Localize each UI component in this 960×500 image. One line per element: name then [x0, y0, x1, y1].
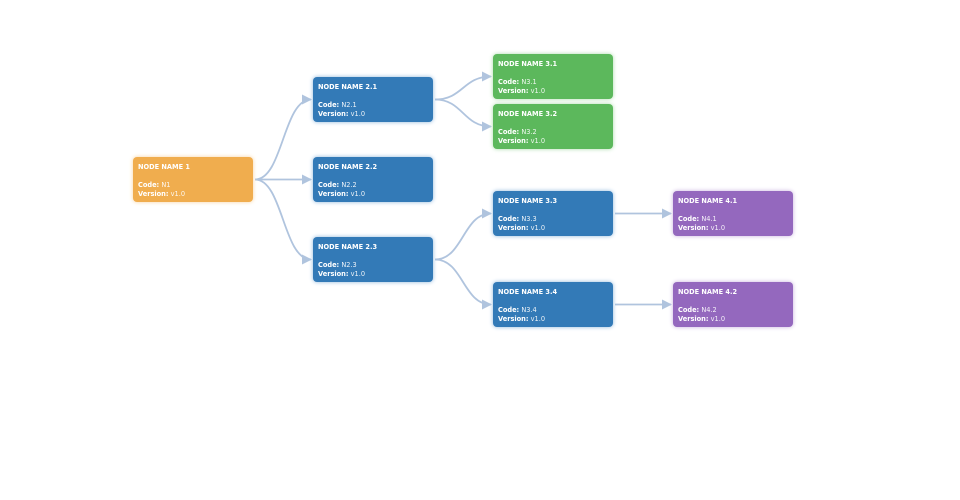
node-3-1[interactable]: NODE NAME 3.1 Code: N3.1 Version: v1.0 — [493, 54, 613, 99]
node-2-2[interactable]: NODE NAME 2.2 Code: N2.2 Version: v1.0 — [313, 157, 433, 202]
node-title: NODE NAME 1 — [138, 163, 190, 171]
edge-n1-to-n23 — [254, 178, 312, 265]
node-title: NODE NAME 3.3 — [498, 197, 558, 205]
version-label: Version: — [318, 110, 349, 118]
code-value: N2.3 — [341, 261, 357, 269]
version-value: v1.0 — [530, 87, 546, 95]
code-value: N3.2 — [521, 128, 537, 136]
code-value: N3.3 — [521, 215, 537, 223]
code-value: N1 — [161, 181, 171, 189]
edge-n1-to-n21 — [254, 94, 312, 181]
node-title: NODE NAME 3.4 — [498, 288, 558, 296]
code-label: Code: — [318, 261, 340, 269]
version-value: v1.0 — [530, 137, 546, 145]
code-value: N3.1 — [521, 78, 537, 86]
version-value: v1.0 — [530, 224, 546, 232]
code-value: N2.1 — [341, 101, 357, 109]
version-label: Version: — [318, 190, 349, 198]
code-value: N2.2 — [341, 181, 357, 189]
node-title: NODE NAME 2.2 — [318, 163, 378, 171]
edge-n23-to-n33 — [434, 208, 492, 261]
code-label: Code: — [318, 101, 340, 109]
edge-n21-to-n31 — [434, 71, 492, 101]
node-4-1[interactable]: NODE NAME 4.1 Code: N4.1 Version: v1.0 — [673, 191, 793, 236]
code-label: Code: — [498, 215, 520, 223]
version-label: Version: — [678, 315, 709, 323]
code-label: Code: — [138, 181, 160, 189]
version-value: v1.0 — [170, 190, 186, 198]
version-label: Version: — [498, 224, 529, 232]
version-label: Version: — [678, 224, 709, 232]
version-value: v1.0 — [350, 190, 366, 198]
node-2-1[interactable]: NODE NAME 2.1 Code: N2.1 Version: v1.0 — [313, 77, 433, 122]
version-label: Version: — [498, 87, 529, 95]
node-3-4[interactable]: NODE NAME 3.4 Code: N3.4 Version: v1.0 — [493, 282, 613, 327]
code-value: N4.2 — [701, 306, 717, 314]
node-title: NODE NAME 4.1 — [678, 197, 738, 205]
version-label: Version: — [318, 270, 349, 278]
node-1[interactable]: NODE NAME 1 Code: N1 Version: v1.0 — [133, 157, 253, 202]
code-label: Code: — [318, 181, 340, 189]
version-value: v1.0 — [710, 224, 726, 232]
version-value: v1.0 — [530, 315, 546, 323]
code-value: N4.1 — [701, 215, 717, 223]
code-label: Code: — [678, 215, 700, 223]
code-label: Code: — [498, 128, 520, 136]
node-title: NODE NAME 3.2 — [498, 110, 558, 118]
edge-n23-to-n34 — [434, 258, 492, 310]
node-title: NODE NAME 2.1 — [318, 83, 378, 91]
code-value: N3.4 — [521, 306, 537, 314]
code-label: Code: — [498, 306, 520, 314]
version-label: Version: — [498, 315, 529, 323]
version-label: Version: — [498, 137, 529, 145]
node-title: NODE NAME 3.1 — [498, 60, 558, 68]
node-3-3[interactable]: NODE NAME 3.3 Code: N3.3 Version: v1.0 — [493, 191, 613, 236]
code-label: Code: — [498, 78, 520, 86]
code-label: Code: — [678, 306, 700, 314]
edge-n21-to-n32 — [434, 98, 492, 132]
version-value: v1.0 — [710, 315, 726, 323]
node-title: NODE NAME 2.3 — [318, 243, 378, 251]
node-3-2[interactable]: NODE NAME 3.2 Code: N3.2 Version: v1.0 — [493, 104, 613, 149]
version-value: v1.0 — [350, 270, 366, 278]
version-label: Version: — [138, 190, 169, 198]
node-4-2[interactable]: NODE NAME 4.2 Code: N4.2 Version: v1.0 — [673, 282, 793, 327]
node-2-3[interactable]: NODE NAME 2.3 Code: N2.3 Version: v1.0 — [313, 237, 433, 282]
version-value: v1.0 — [350, 110, 366, 118]
node-title: NODE NAME 4.2 — [678, 288, 738, 296]
